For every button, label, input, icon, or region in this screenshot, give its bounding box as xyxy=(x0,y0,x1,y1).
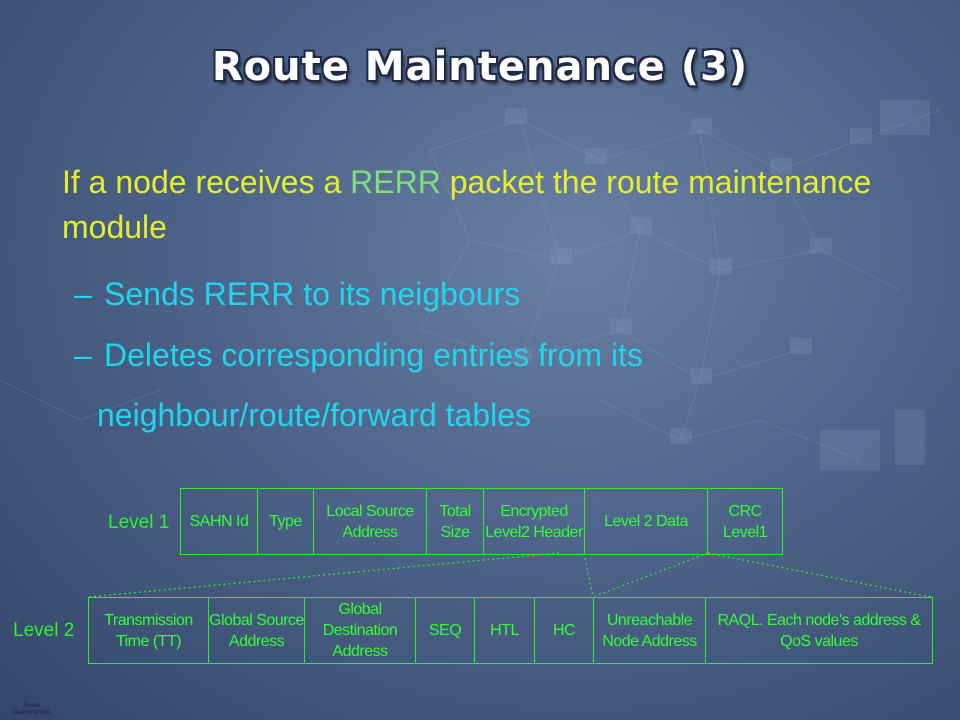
level2-field-global-source-address: Global Source Address xyxy=(209,598,305,663)
level2-field-transmission-time: Transmission Time (TT) xyxy=(89,598,209,663)
slide-footer-label: Route Maintenance3 xyxy=(13,703,51,716)
level1-field-local-source-address: Local Source Address xyxy=(314,489,427,554)
bullet-item-1: –Sends RERR to its neigbours xyxy=(74,276,520,313)
level2-field-global-destination-address: Global Destination Address xyxy=(305,598,416,663)
level-2-packet-row: Transmission Time (TT) Global Source Add… xyxy=(88,597,933,664)
level1-field-type: Type xyxy=(258,489,314,554)
connector-line xyxy=(583,552,594,598)
level2-field-unreachable-node-address: Unreachable Node Address xyxy=(594,598,706,663)
slide-title: Route Maintenance (3) xyxy=(211,44,749,90)
level2-field-htl: HTL xyxy=(475,598,535,663)
rerr-highlight: RERR xyxy=(350,164,441,200)
level-1-label: Level 1 xyxy=(108,512,170,533)
dash-marker: – xyxy=(74,337,92,373)
intro-text-before: If a node receives a xyxy=(62,164,351,200)
level1-field-crc: CRC Level1 xyxy=(722,502,768,541)
connector-line xyxy=(87,552,560,598)
connector-line xyxy=(707,552,932,598)
level2-field-seq: SEQ xyxy=(416,598,475,663)
level-2-label: Level 2 xyxy=(13,620,75,641)
dash-marker: – xyxy=(74,276,92,312)
connector-line xyxy=(592,552,709,598)
intro-text-after: packet the route maintenance module xyxy=(62,164,872,245)
bullet-item-2: –Deletes corresponding entries from its xyxy=(74,337,643,374)
bullet-text: Sends RERR to its neigbours xyxy=(104,276,521,312)
intro-paragraph: If a node receives a RERR packet the rou… xyxy=(62,160,922,250)
level1-field-level2-data: Level 2 Data xyxy=(585,489,708,554)
level1-field-total-size: Total Size xyxy=(427,489,484,554)
level1-field-encrypted-level2-header: Encrypted Level2 Header xyxy=(484,489,585,554)
bullet-item-2-continuation: neighbour/route/forward tables xyxy=(97,397,532,433)
level1-field-sahn-id: SAHN Id xyxy=(181,489,258,554)
bullet-text: Deletes corresponding entries from its xyxy=(104,337,643,373)
level-1-packet-row: SAHN Id Type Local Source Address Total … xyxy=(180,488,783,555)
level2-field-raql: RAQL. Each node's address & QoS values xyxy=(717,611,921,650)
level2-field-hc: HC xyxy=(535,598,594,663)
